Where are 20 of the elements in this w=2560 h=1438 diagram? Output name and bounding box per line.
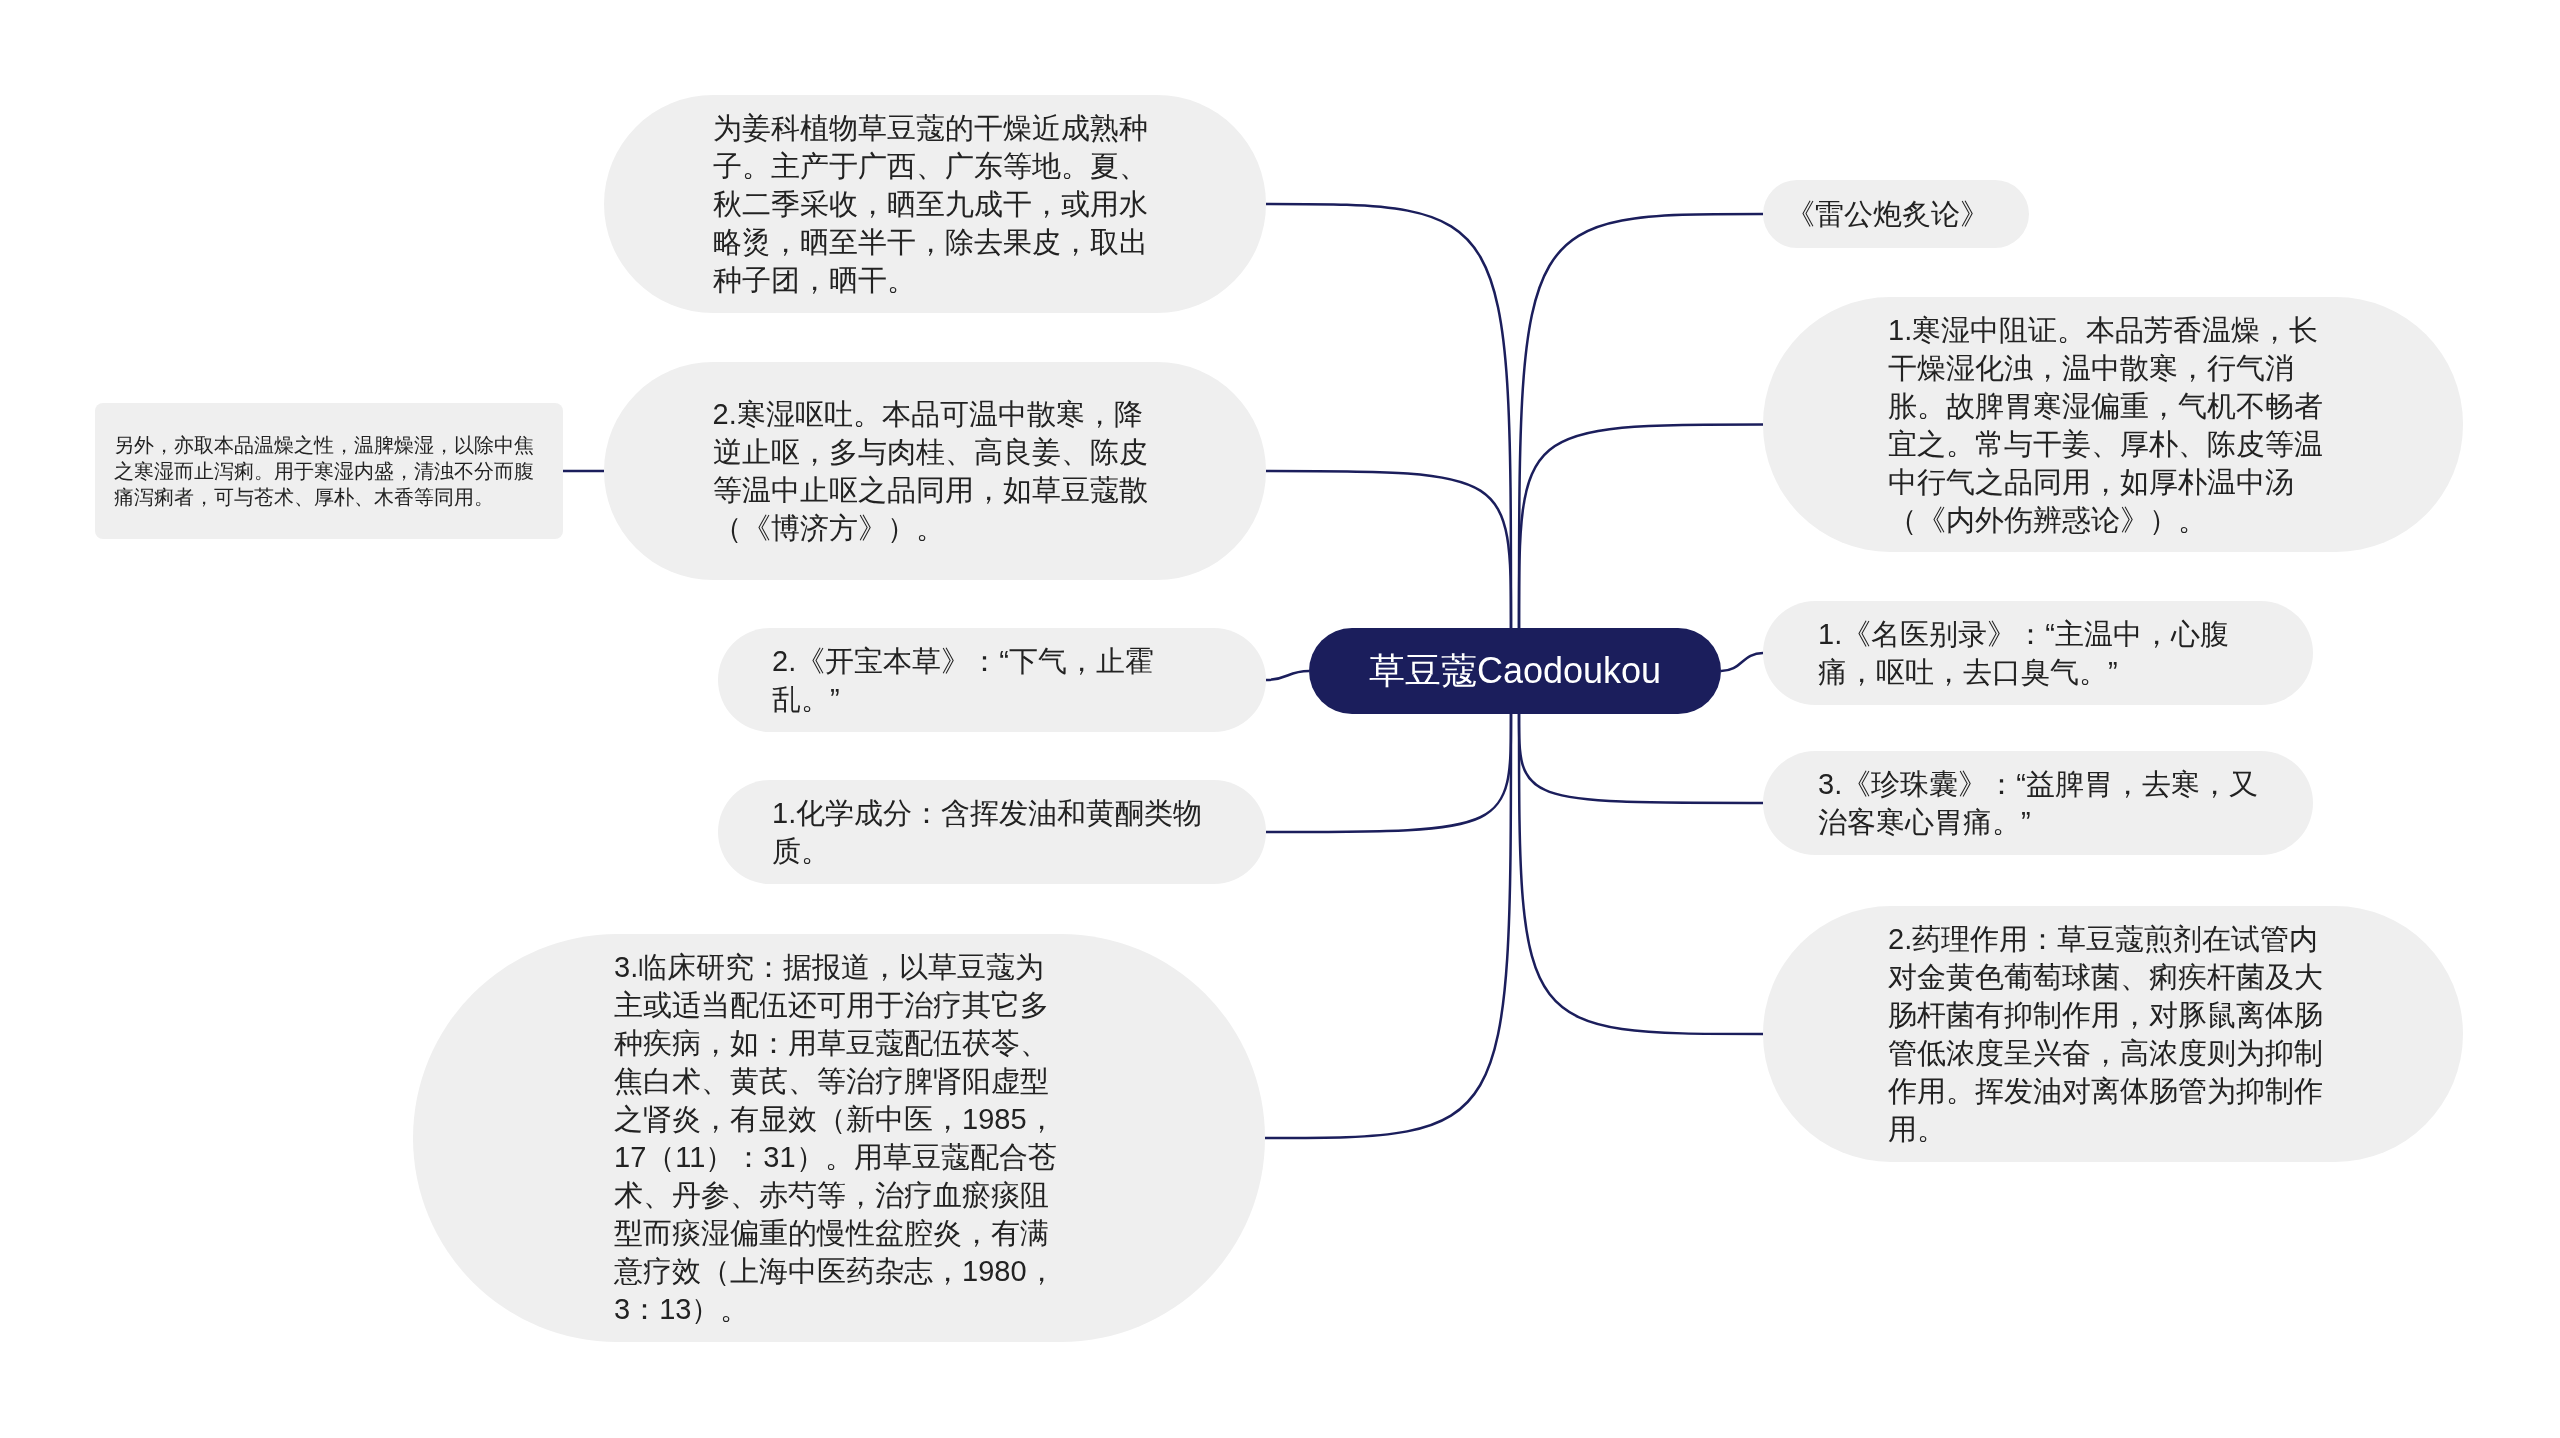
topic-text: 2.寒湿呕吐。本品可温中散寒，降逆止呕，多与肉桂、高良姜、陈皮等温中止呕之品同用，如草豆蔻散（《博济方》）。	[712, 397, 1149, 546]
topic-text: 1.《名医别录》：“主温中，心腹痛，呕吐，去口臭气。”	[1818, 617, 2230, 690]
connector-line	[1517, 423, 1763, 628]
connector-line	[1720, 651, 1764, 673]
topic-text: 2.《开宝本草》：“下气，止霍乱。”	[772, 644, 1155, 717]
connector-line	[1265, 714, 1513, 1140]
topic-bubble	[95, 403, 563, 539]
topic-text: 1.寒湿中阻证。本品芳香温燥，长干燥湿化浊，温中散寒，行气消胀。故脾胃寒湿偏重，气机不畅者宜之。常与干姜、厚朴、陈皮等温中行气之品同用，如厚朴温中汤（《内外伤辨惑论》）。	[1888, 312, 2324, 538]
topic-text: 为姜科植物草豆蔻的干燥近成熟种子。主产于广西、广东等地。夏、秋二季采收，晒至九成干，或用水略烫，晒至半干，除去果皮，取出种子团，晒干。	[712, 111, 1149, 298]
connector-line	[1265, 669, 1310, 682]
topic-text: 另外，亦取本品温燥之性，温脾燥湿，以除中焦之寒湿而止泻痢。用于寒湿内盛，清浊不分而腹痛泻痢者，可与苍术、厚朴、木香等同用。	[114, 433, 535, 510]
topic-text: 3.临床研究：据报道，以草豆蔻为主或适当配伍还可用于治疗其它多种疾病，如：用草豆蔻配伍茯苓、焦白术、黄芪、等治疗脾肾阳虚型之肾炎，有显效（新中医，1985，17（11）：31）。用草豆蔻配合苍术、丹参、赤芍等，治疗血瘀痰阻型而痰湿偏重的慢性盆腔炎，有满意疗效（上海中医药杂志，1980，3：13）。	[614, 950, 1058, 1327]
topic-text: 2.药理作用：草豆蔻煎剂在试管内对金黄色葡萄球菌、痢疾杆菌及大肠杆菌有抑制作用，对豚鼠离体肠管低浓度呈兴奋，高浓度则为抑制作用。挥发油对离体肠管为抑制作用。	[1888, 922, 2324, 1147]
connector-line	[1517, 714, 1763, 1036]
topic-text: 1.化学成分：含挥发油和黄酮类物质。	[772, 796, 1204, 869]
connector-line	[563, 469, 604, 473]
topic-text: 《雷公炮炙论》	[1786, 197, 1990, 232]
connector-line	[1266, 469, 1513, 628]
topic-text: 3.《珍珠囊》：“益脾胃，去寒，又治客寒心胃痛。”	[1818, 767, 2258, 840]
central-title: 草豆蔻Caodoukou	[1367, 649, 1663, 693]
